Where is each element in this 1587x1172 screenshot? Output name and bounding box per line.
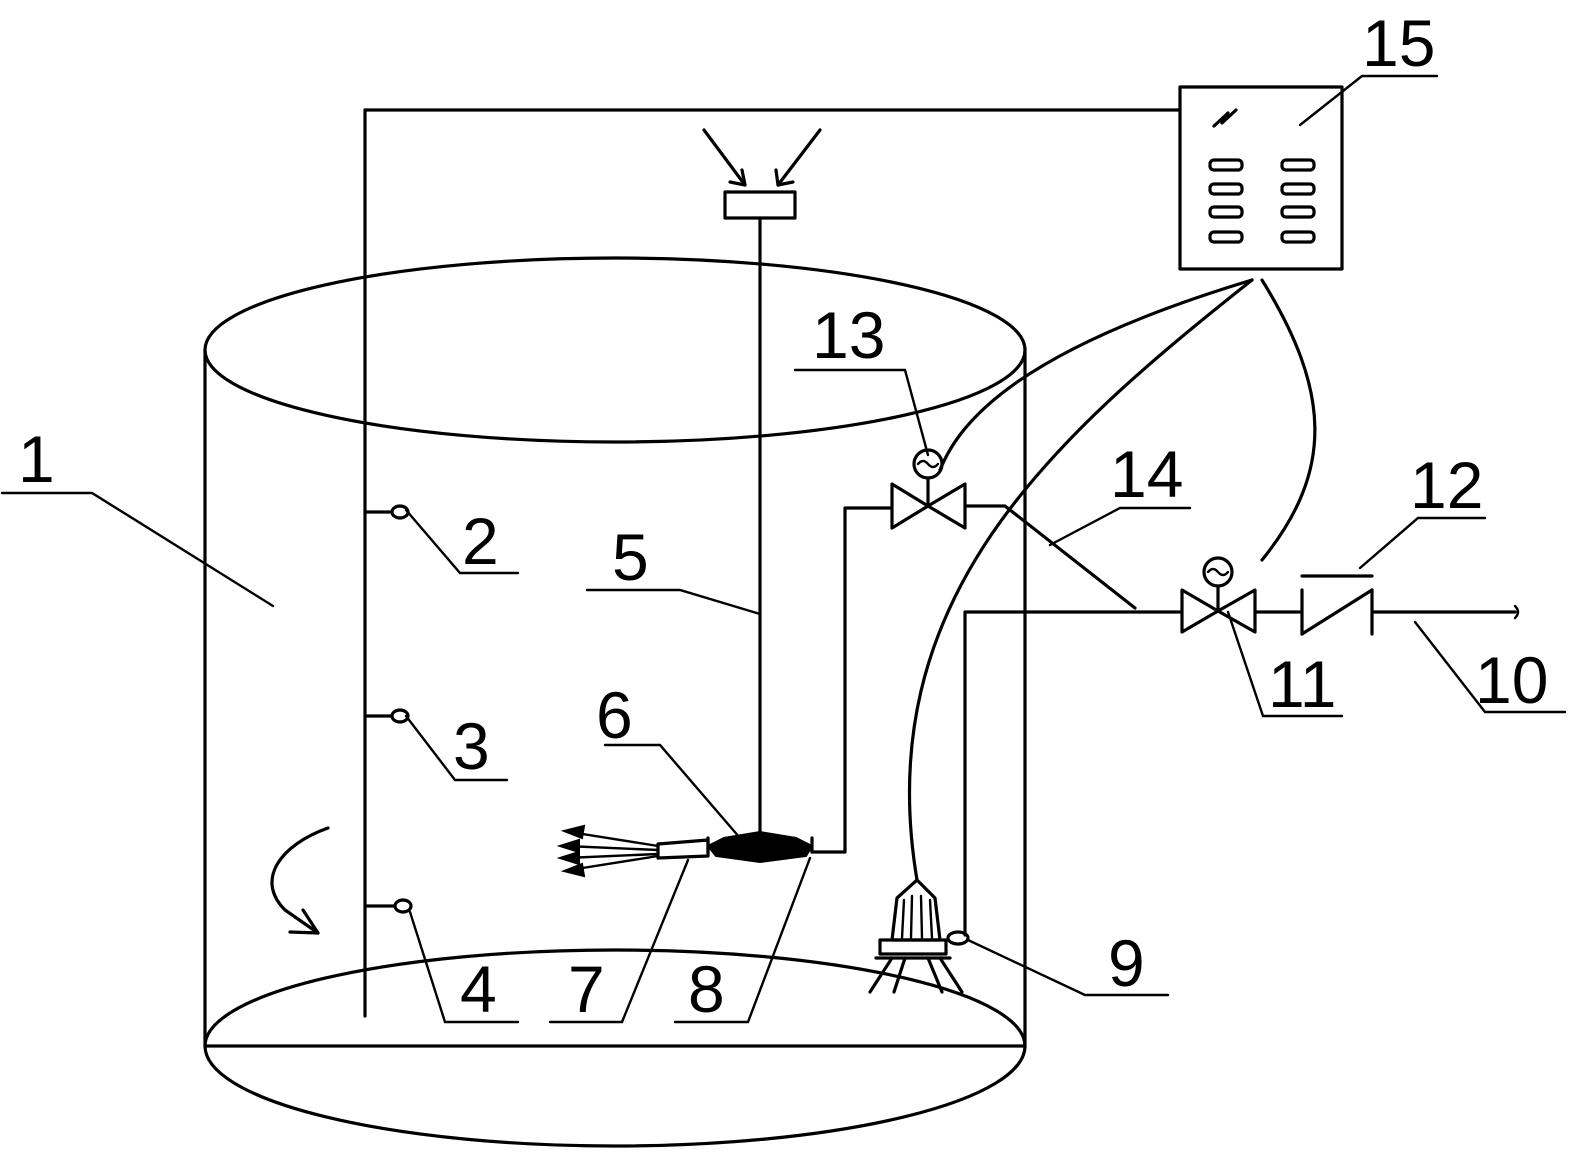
indicator-right-3 — [1280, 205, 1316, 219]
cable-to-branch-valve — [938, 278, 1254, 472]
tank — [203, 256, 1027, 1148]
jet-arrow-2 — [564, 844, 660, 852]
indicator-right-2 — [1280, 182, 1316, 196]
label-impeller: 6 — [596, 678, 633, 752]
label-inlet-valve: 11 — [1268, 647, 1337, 721]
motor-shaft-assembly — [702, 128, 822, 842]
label-controller: 15 — [1362, 6, 1435, 80]
jet-arrow-3 — [564, 852, 660, 860]
pump-outlet-pipe — [963, 610, 1184, 937]
tank-bottom-front-edge — [203, 1044, 1027, 1148]
label-sensor-middle: 3 — [453, 709, 490, 783]
jet-arrow-4 — [568, 854, 660, 872]
indicator-right-1 — [1280, 158, 1316, 172]
label-pump: 9 — [1108, 926, 1145, 1000]
level-sensor-upper — [363, 504, 410, 520]
labels: 1 2 3 4 5 6 7 8 9 10 11 12 13 14 15 — [18, 6, 1548, 1026]
tank-top-rim — [203, 256, 1027, 444]
level-sensor-lower — [363, 898, 413, 914]
label-branch-valve: 13 — [812, 298, 885, 372]
circulation-arrow — [270, 826, 330, 935]
controller-box — [1178, 85, 1344, 271]
motor-box — [723, 190, 797, 220]
motor-arrow-left — [702, 128, 747, 187]
label-sensor-upper: 2 — [462, 504, 499, 578]
label-jet-body: 8 — [688, 952, 725, 1026]
controller — [1178, 85, 1344, 271]
nozzle — [656, 838, 710, 860]
leader-lines — [0, 74, 1567, 1024]
branch-valve — [890, 448, 967, 530]
indicator-right-4 — [1280, 230, 1316, 244]
level-sensor-middle — [363, 708, 410, 724]
inlet-valve — [1180, 556, 1257, 634]
branch-feed-pipe — [810, 506, 894, 854]
label-shaft: 5 — [612, 520, 649, 594]
sensor-assembly — [363, 108, 1182, 1018]
label-branch-pipe: 14 — [1110, 437, 1183, 511]
branch-pipe — [963, 504, 1137, 610]
jet-arrow-1 — [568, 830, 660, 848]
impeller — [706, 830, 814, 864]
indicator-left-3 — [1208, 205, 1244, 219]
power-symbol-icon — [1212, 108, 1238, 128]
label-tank: 1 — [18, 422, 55, 496]
pump — [868, 878, 970, 994]
jet-mixer — [556, 506, 894, 878]
label-nozzle: 7 — [568, 952, 605, 1026]
cable-to-pump — [907, 278, 1254, 882]
tank-bottom-back-edge — [203, 948, 1027, 1048]
motor-arrow-right — [776, 128, 822, 187]
check-valve — [1300, 574, 1374, 636]
indicator-left-2 — [1208, 182, 1244, 196]
indicator-left-1 — [1208, 158, 1244, 172]
label-sensor-lower: 4 — [460, 952, 497, 1026]
cable-to-inlet-valve — [1260, 278, 1317, 562]
label-check-valve: 12 — [1410, 448, 1483, 522]
indicator-left-4 — [1208, 230, 1244, 244]
label-inlet-pipe: 10 — [1475, 643, 1548, 717]
